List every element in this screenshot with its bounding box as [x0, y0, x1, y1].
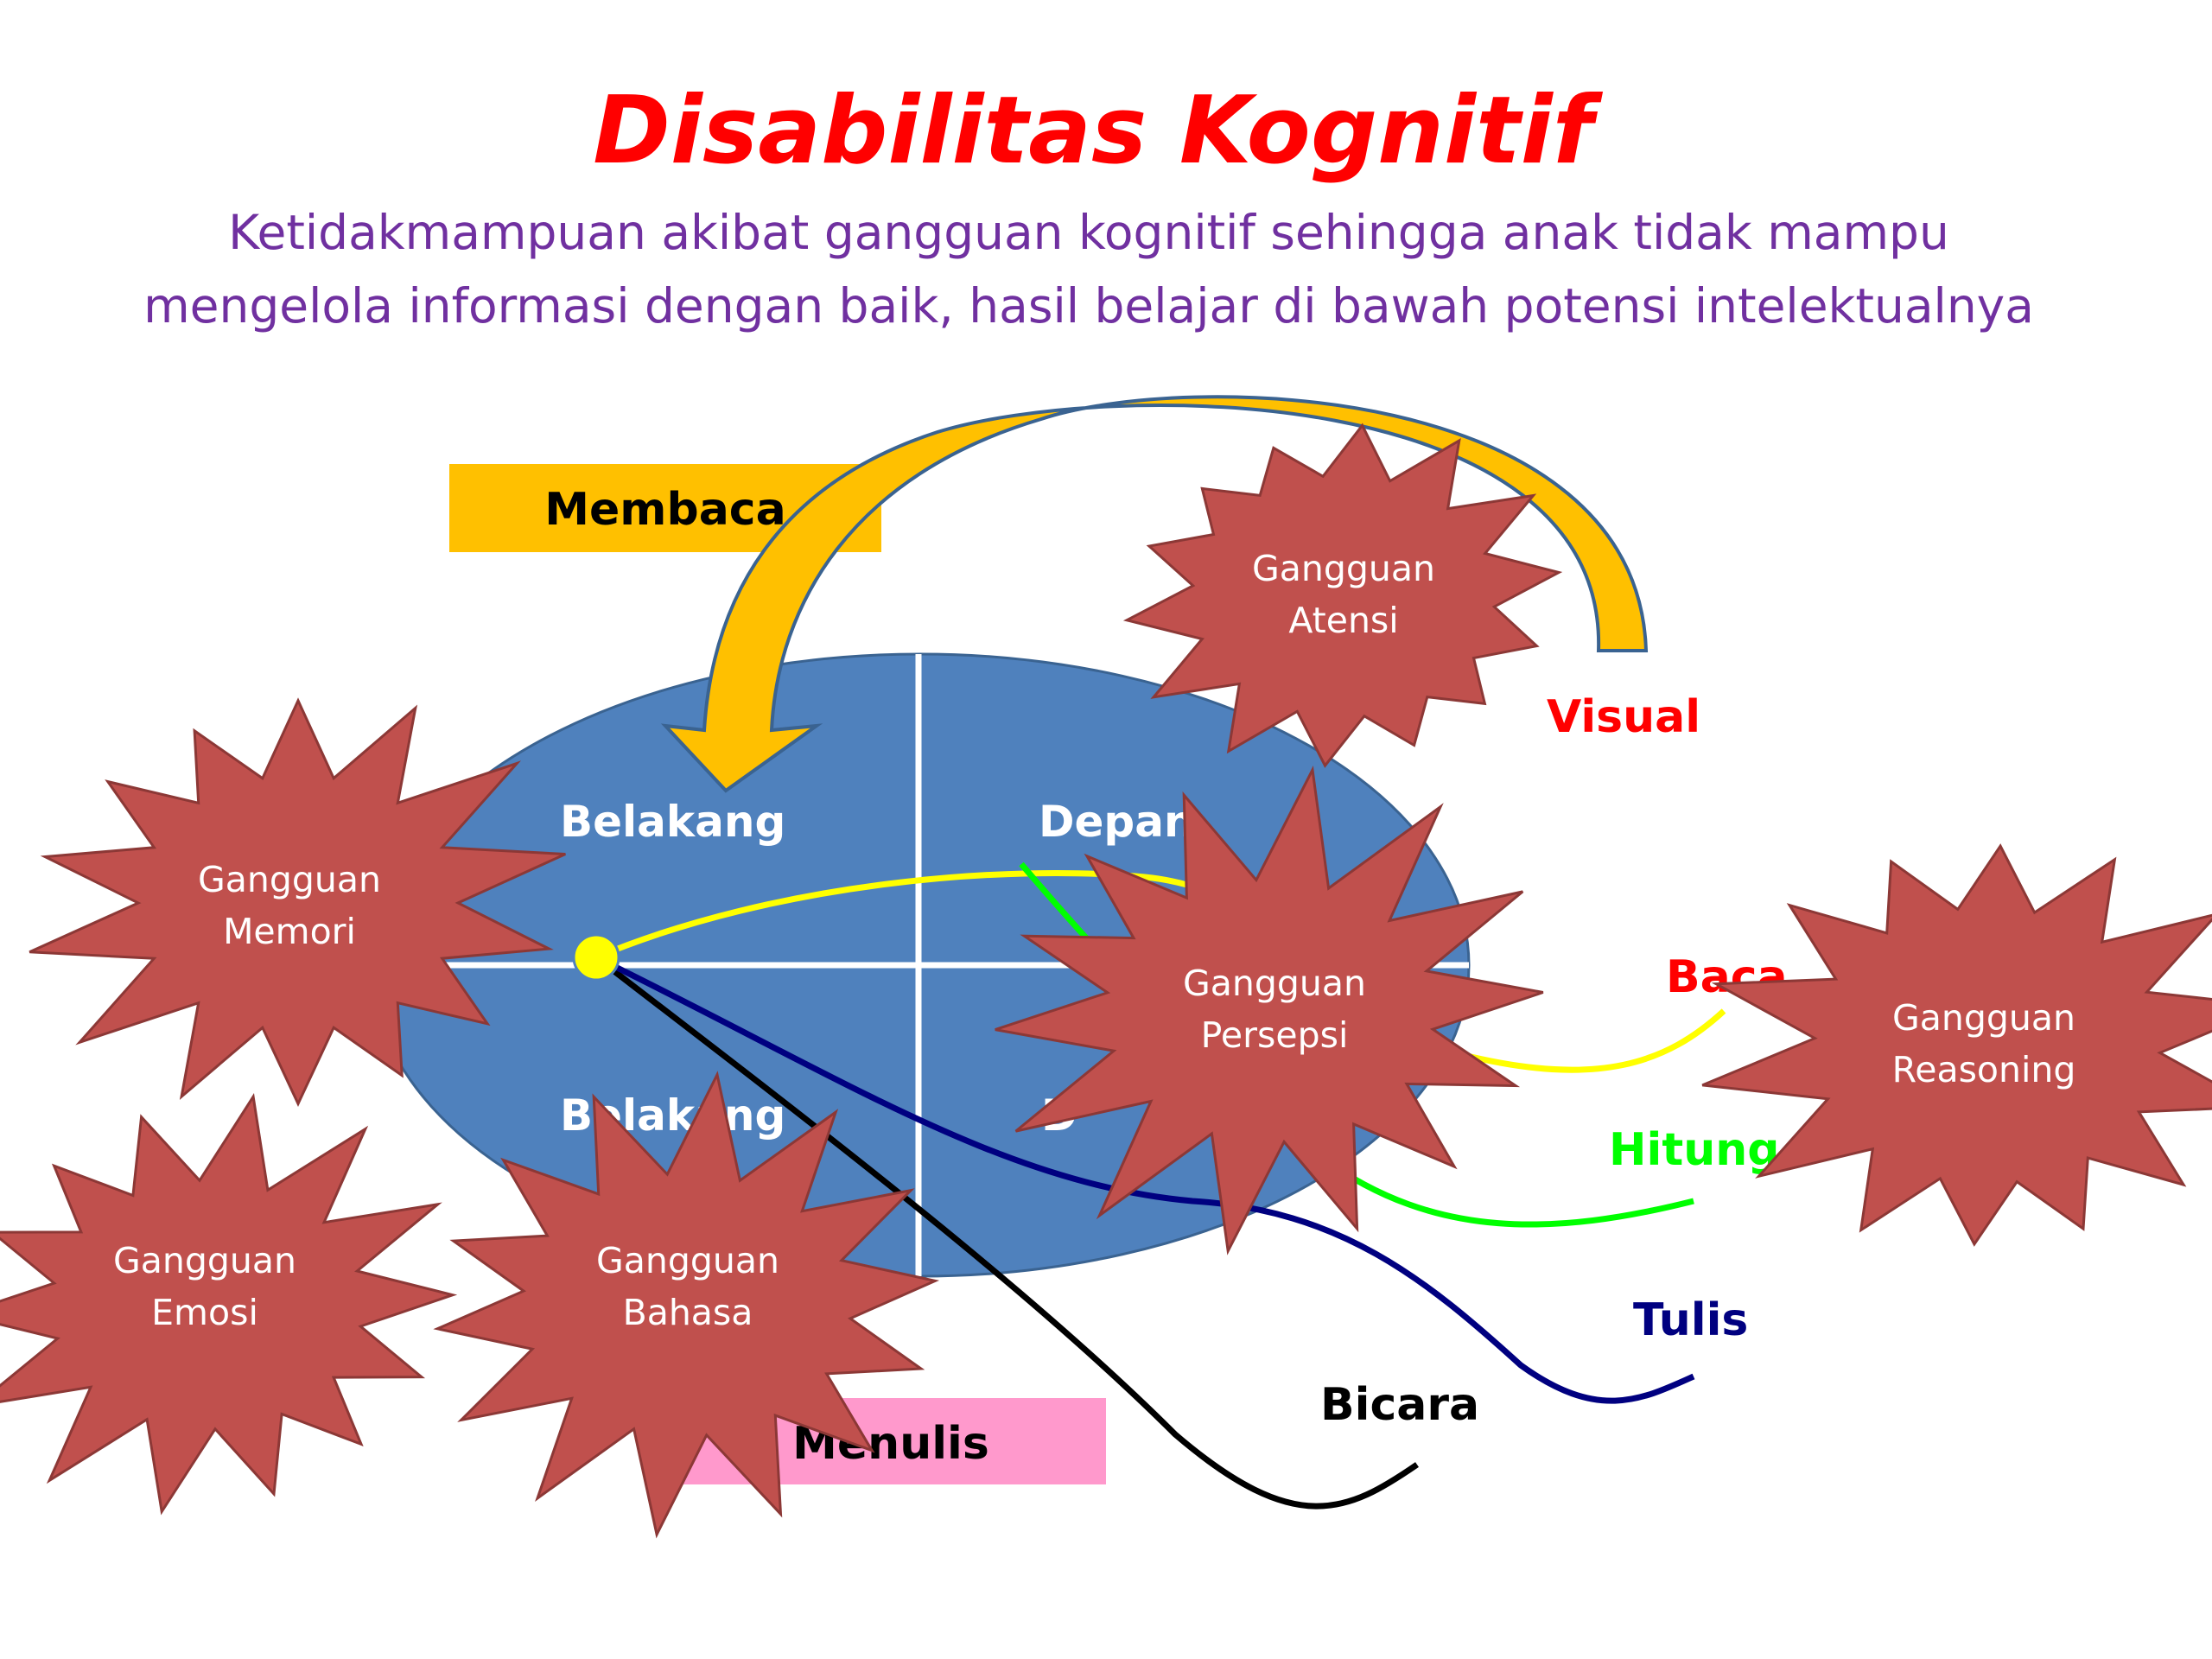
starburst-persepsi-line-1: Gangguan: [1183, 963, 1366, 1004]
quadrant-label-top-right: Depan: [1039, 797, 1195, 847]
starburst-bahasa: Gangguan Bahasa: [433, 1071, 940, 1539]
starburst-bahasa-line-1: Gangguan: [596, 1240, 779, 1281]
label-tulis: Tulis: [1633, 1294, 1748, 1346]
line-tulis: [594, 954, 1695, 1404]
subtitle-line-1: Ketidakmampuan akibat gangguan kognitif …: [228, 205, 1949, 260]
quadrant-label-top-left: Belakang: [560, 797, 785, 847]
starburst-persepsi-line-2: Persepsi: [1201, 1014, 1349, 1056]
starburst-reasoning-line-1: Gangguan: [1892, 997, 2075, 1039]
page-title: Disabilitas Kognitif: [593, 77, 1603, 185]
starburst-atensi-line-2: Atensi: [1288, 600, 1398, 641]
origin-dot: [572, 933, 620, 982]
starburst-atensi-line-1: Gangguan: [1252, 548, 1435, 589]
starburst-persepsi: Gangguan Persepsi: [995, 765, 1544, 1255]
starburst-memori-line-1: Gangguan: [198, 859, 381, 900]
membaca-label: Membaca: [544, 484, 785, 536]
starburst-emosi: Gangguan Emosi: [0, 1093, 458, 1516]
starburst-memori-line-2: Memori: [223, 911, 356, 952]
line-bicara: [594, 955, 1419, 1510]
starburst-reasoning: Gangguan Reasoning: [1701, 843, 2212, 1247]
starburst-memori: Gangguan Memori: [29, 697, 566, 1107]
subtitle-line-2: mengelola informasi dengan baik, hasil b…: [143, 278, 2034, 334]
reading-arrow: [660, 395, 1649, 793]
label-hitung: Hitung: [1609, 1124, 1779, 1176]
label-bicara: Bicara: [1320, 1379, 1479, 1431]
label-visual: Visual: [1547, 691, 1700, 743]
starburst-emosi-line-1: Gangguan: [113, 1240, 296, 1281]
starburst-atensi: Gangguan Atensi: [1122, 423, 1563, 768]
starburst-emosi-line-2: Emosi: [151, 1292, 258, 1333]
starburst-reasoning-line-2: Reasoning: [1892, 1049, 2076, 1090]
starburst-bahasa-line-2: Bahasa: [623, 1292, 753, 1333]
